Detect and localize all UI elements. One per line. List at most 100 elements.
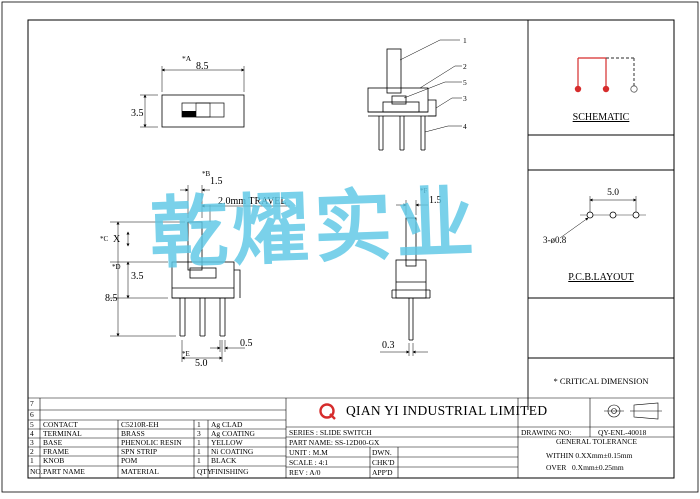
inner-border — [27, 19, 675, 479]
bom-header-material: MATERIAL — [121, 466, 159, 476]
front-callouts: 1 2 5 3 4 — [463, 36, 467, 131]
bom-cell-finish: Ag CLAD — [211, 420, 243, 429]
pcb-panel: 5.0 3-ø0.8 P.C.B.LAYOUT — [543, 188, 646, 283]
front-knob-stem — [386, 48, 402, 94]
unit-label: UNIT : M.M — [289, 448, 328, 457]
bom-cell-part: CONTACT — [43, 420, 78, 429]
appd-label: APP'D — [372, 468, 393, 477]
pcb-hole-3 — [632, 211, 640, 219]
bom-header-qty: QTY — [197, 466, 213, 476]
overall-height-label: 8.5 — [105, 293, 118, 304]
bom-cell-no: 3 — [30, 438, 34, 447]
end-dimension-labels: *F 1.5 0.3 — [382, 187, 442, 351]
end-view — [391, 217, 431, 341]
side-knob-stem — [187, 221, 203, 271]
ref-d-label: *D — [112, 263, 121, 271]
bom-cell-qty: 1 — [197, 420, 201, 429]
pcb-hole-2 — [609, 211, 617, 219]
front-contact — [391, 95, 407, 105]
top-ref-label: *A — [182, 54, 192, 63]
callout-2: 2 — [463, 62, 467, 71]
bom-cell-no: 6 — [30, 410, 34, 419]
critical-dimension-note: * CRITICAL DIMENSION — [553, 376, 648, 386]
schematic-terminal-3 — [630, 85, 638, 93]
travel-label: 2.0mm TRAVEL — [218, 196, 287, 207]
front-frame-tab — [428, 99, 437, 117]
scale-label: SCALE : 4:1 — [289, 458, 329, 467]
pcb-pitch-label: 5.0 — [607, 188, 619, 198]
bom-cell-qty: 1 — [197, 456, 201, 465]
top-view: *A 8.5 3.5 — [131, 54, 245, 128]
bom-cell-finish: YELLOW — [211, 438, 243, 447]
bom-cell-qty: 3 — [197, 429, 201, 438]
bom-cell-qty: 1 — [197, 438, 201, 447]
bom-cell-part: KNOB — [43, 456, 65, 465]
bom-cell-no: 2 — [30, 447, 34, 456]
pcb-hole-1 — [586, 211, 594, 219]
tolerance-within: WITHIN 0.XXmm±0.15mm — [546, 451, 633, 460]
bom-cell-finish: Ag COATING — [211, 429, 255, 438]
pcb-title: P.C.B.LAYOUT — [568, 272, 633, 283]
title-block-lines — [286, 398, 674, 478]
dwn-label: DWN. — [372, 448, 392, 457]
side-dimension-labels: *B 1.5 2.0mm TRAVEL *C X *D 3.5 8.5 *E 5… — [100, 170, 287, 369]
bom-cell-material: C5210R-EH — [121, 420, 159, 429]
dim-f-label: 1.5 — [429, 195, 442, 206]
dim-e-label: 5.0 — [195, 358, 208, 369]
schematic-panel: SCHEMATIC — [527, 20, 674, 410]
ref-f-label: *F — [420, 187, 428, 195]
rev-label: REV : A/0 — [289, 468, 321, 477]
ref-c-label: *C — [100, 235, 109, 243]
series-label: SERIES : SLIDE SWITCH — [289, 428, 372, 437]
callout-5: 5 — [463, 78, 467, 87]
ref-e-label: *E — [182, 350, 190, 358]
schematic-terminal-2 — [602, 85, 610, 93]
bom-header-part: PART NAME — [43, 466, 85, 476]
bom-cell-no: 5 — [30, 420, 34, 429]
drawing-no-label: DRAWING NO: — [521, 428, 572, 437]
top-view-body — [161, 94, 245, 128]
callout-3: 3 — [463, 94, 467, 103]
bom-cell-no: 1 — [30, 456, 34, 465]
bom-cell-material: SPN STRIP — [121, 447, 158, 456]
bom-cell-material: PHENOLIC RESIN — [121, 438, 182, 447]
bom-cell-finish: BLACK — [211, 456, 237, 465]
side-view — [171, 221, 241, 337]
bom-cell-part: BASE — [43, 438, 63, 447]
front-view — [367, 39, 462, 151]
chkd-label: CHK'D — [372, 458, 395, 467]
bom-cell-qty: 1 — [197, 447, 201, 456]
side-pin-dim-label: 0.5 — [240, 338, 253, 349]
part-name-label: PART NAME: SS-12D00-GX — [289, 438, 380, 447]
end-dimensions — [380, 200, 428, 356]
dim-c-label: X — [113, 234, 121, 245]
callout-1: 1 — [463, 36, 467, 45]
callout-4: 4 — [463, 122, 467, 131]
bom-header-finish: FINISHING — [211, 466, 249, 476]
bom-cell-no: 4 — [30, 429, 34, 438]
bom-cell-no: 7 — [30, 399, 34, 408]
bom-cell-finish: Ni COATING — [211, 447, 254, 456]
projection-symbol-icon — [604, 402, 662, 420]
company-logo — [319, 403, 336, 420]
bom-cell-part: TERMINAL — [43, 429, 82, 438]
side-dimensions — [110, 185, 290, 362]
company-name: QIAN YI INDUSTRIAL LIMITED — [346, 403, 548, 418]
top-view-knob — [195, 102, 211, 118]
top-view-knob-fill — [182, 111, 196, 117]
schematic-title: SCHEMATIC — [573, 112, 630, 123]
top-width-label: 8.5 — [196, 61, 209, 72]
end-knob-stem — [405, 217, 417, 267]
end-pin-dim-label: 0.3 — [382, 340, 395, 351]
bom-cell-part: FRAME — [43, 447, 69, 456]
schematic-terminal-1 — [574, 85, 582, 93]
pcb-holes-label: 3-ø0.8 — [543, 235, 567, 245]
tolerance-over: OVER 0.Xmm±0.25mm — [546, 463, 624, 472]
drawing-no-value: QY-ENL-40018 — [598, 428, 647, 437]
side-body — [171, 261, 235, 299]
ref-b-label: *B — [202, 170, 211, 178]
bom-cell-material: POM — [121, 456, 138, 465]
